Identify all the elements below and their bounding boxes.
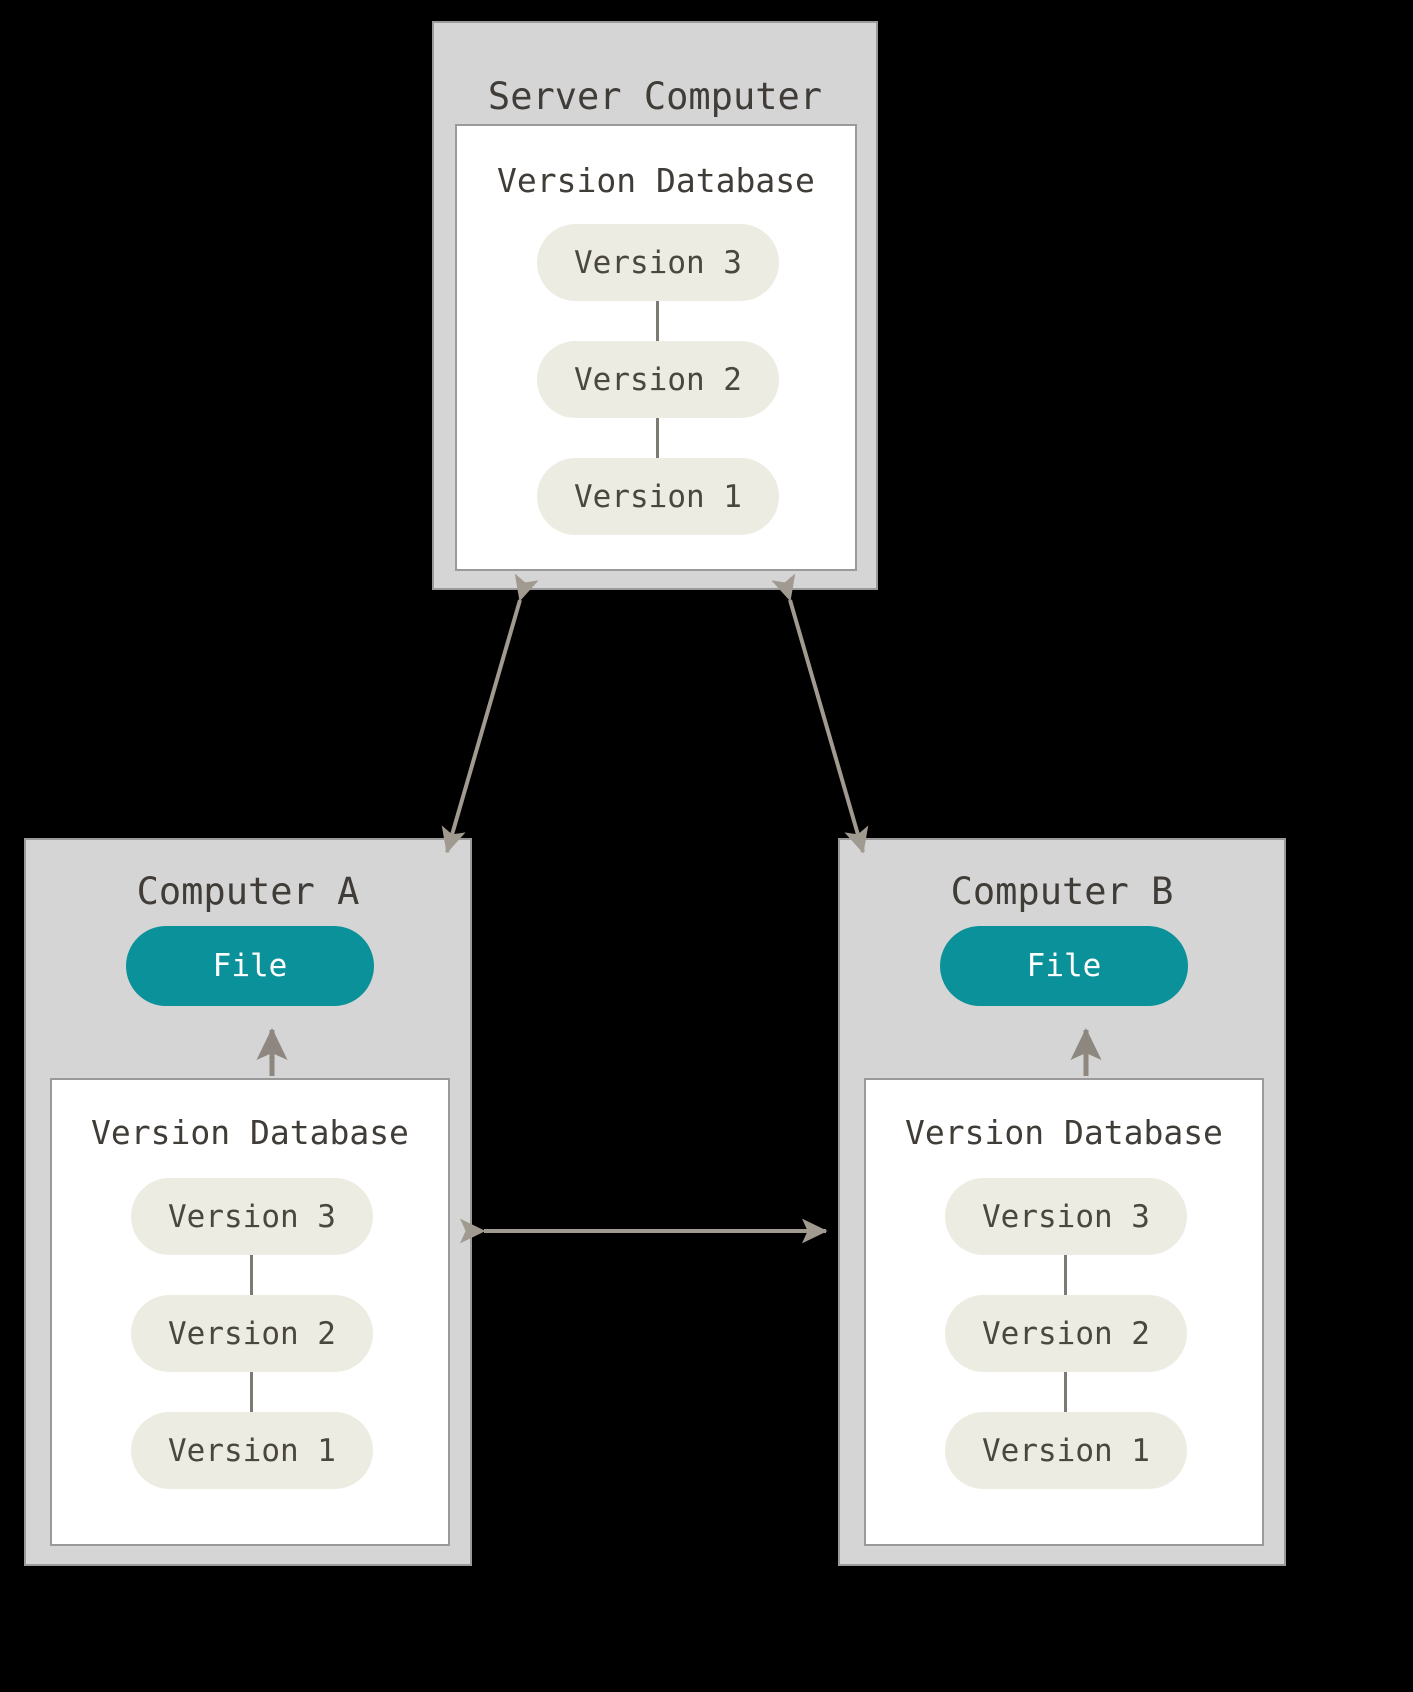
server-version-database-title: Version Database	[497, 161, 815, 200]
computer-b-file-pill[interactable]: File	[940, 926, 1188, 1006]
server-version-link-3-2	[656, 301, 659, 343]
server-computer-box: Server Computer Version Database Version…	[432, 21, 878, 590]
computer-a-version-link-3-2	[250, 1255, 253, 1297]
computer-b-version-3-label: Version 3	[982, 1198, 1150, 1235]
server-version-3-label: Version 3	[574, 244, 742, 281]
computer-a-file-label: File	[212, 948, 288, 984]
server-version-1-pill[interactable]: Version 1	[537, 458, 779, 535]
server-version-1-label: Version 1	[574, 478, 742, 515]
computer-b-version-database-box: Version Database Version 3 Version 2 Ver…	[864, 1078, 1264, 1546]
server-version-2-label: Version 2	[574, 361, 742, 398]
computer-b-version-1-label: Version 1	[982, 1432, 1150, 1469]
computer-b-version-1-pill[interactable]: Version 1	[945, 1412, 1187, 1489]
server-version-link-2-1	[656, 418, 659, 460]
computer-a-version-2-pill[interactable]: Version 2	[131, 1295, 373, 1372]
computer-a-version-link-2-1	[250, 1372, 253, 1414]
computer-a-file-pill[interactable]: File	[126, 926, 374, 1006]
computer-b-version-database-title: Version Database	[905, 1113, 1223, 1152]
server-computer-title: Server Computer	[487, 75, 823, 118]
computer-a-version-1-label: Version 1	[168, 1432, 336, 1469]
computer-b-version-link-2-1	[1064, 1372, 1067, 1414]
computer-a-box: Computer A File Version Database Version…	[24, 838, 472, 1566]
arrow-server-to-computer-b	[771, 573, 869, 854]
computer-b-file-label: File	[1026, 948, 1102, 984]
server-version-3-pill[interactable]: Version 3	[537, 224, 779, 301]
computer-b-version-link-3-2	[1064, 1255, 1067, 1297]
server-version-database-box: Version Database Version 3 Version 2 Ver…	[455, 124, 857, 571]
computer-b-box: Computer B File Version Database Version…	[838, 838, 1286, 1566]
computer-a-version-database-title: Version Database	[91, 1113, 409, 1152]
computer-a-version-3-pill[interactable]: Version 3	[131, 1178, 373, 1255]
computer-b-title: Computer B	[950, 870, 1174, 913]
arrow-server-to-computer-a	[441, 573, 539, 854]
computer-b-version-2-label: Version 2	[982, 1315, 1150, 1352]
computer-a-version-1-pill[interactable]: Version 1	[131, 1412, 373, 1489]
computer-a-version-3-label: Version 3	[168, 1198, 336, 1235]
server-version-2-pill[interactable]: Version 2	[537, 341, 779, 418]
computer-b-version-3-pill[interactable]: Version 3	[945, 1178, 1187, 1255]
computer-a-title: Computer A	[136, 870, 360, 913]
computer-a-version-database-box: Version Database Version 3 Version 2 Ver…	[50, 1078, 450, 1546]
computer-b-version-2-pill[interactable]: Version 2	[945, 1295, 1187, 1372]
computer-a-version-2-label: Version 2	[168, 1315, 336, 1352]
